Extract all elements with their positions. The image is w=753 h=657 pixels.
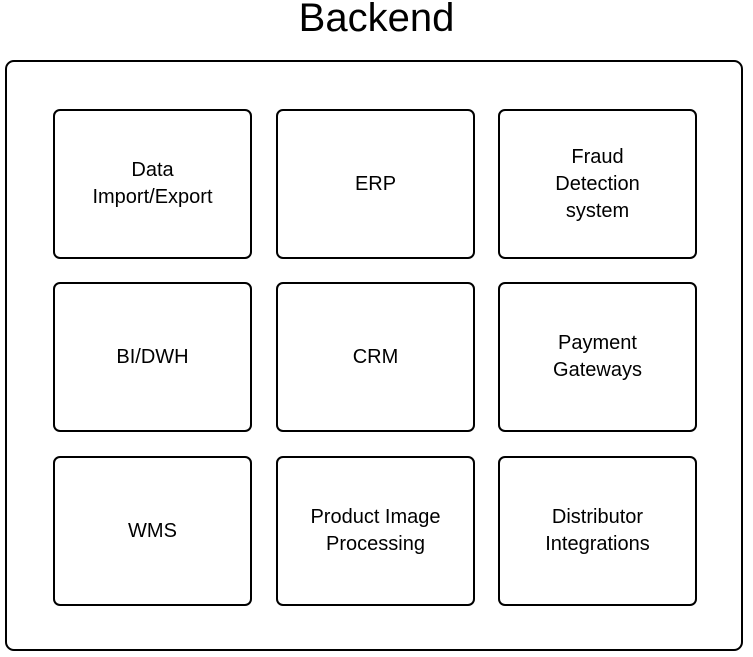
- diagram-title: Backend: [298, 0, 455, 40]
- component-wms: WMS: [53, 456, 252, 606]
- component-label: Fraud Detection system: [555, 145, 640, 222]
- component-label: Product Image Processing: [310, 506, 441, 555]
- component-label: ERP: [354, 172, 397, 195]
- component-label: WMS: [128, 519, 177, 542]
- component-fraud-detection-system: Fraud Detection system: [498, 109, 697, 259]
- component-data-import-export: Data Import/Export: [53, 109, 252, 259]
- component-bi-dwh: BI/DWH: [53, 282, 252, 432]
- component-crm: CRM: [276, 282, 475, 432]
- component-label: Distributor Integrations: [545, 506, 650, 555]
- component-payment-gateways: Payment Gateways: [498, 282, 697, 432]
- component-label: BI/DWH: [116, 345, 189, 368]
- component-label: CRM: [352, 345, 399, 368]
- component-erp: ERP: [276, 109, 475, 259]
- component-distributor-integrations: Distributor Integrations: [498, 456, 697, 606]
- component-product-image-processing: Product Image Processing: [276, 456, 475, 606]
- component-label: Payment Gateways: [553, 332, 642, 381]
- component-label: Data Import/Export: [92, 159, 213, 208]
- backend-container: [5, 60, 743, 651]
